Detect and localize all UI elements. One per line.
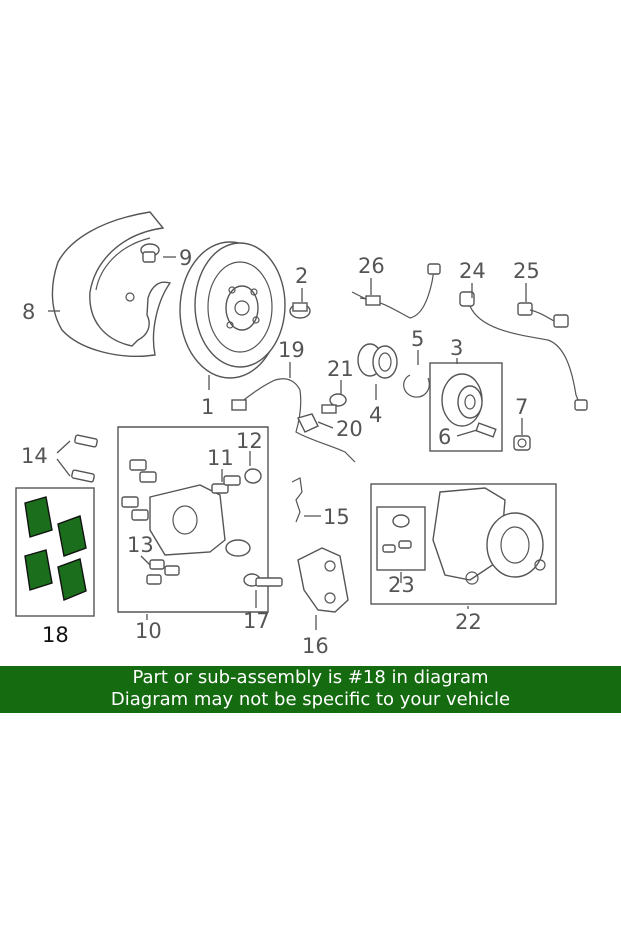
leader-lines xyxy=(48,256,527,630)
callout-3: 3 xyxy=(450,336,463,360)
actuator-seal-box xyxy=(376,506,426,571)
callout-10: 10 xyxy=(135,619,162,643)
callout-22: 22 xyxy=(455,610,482,634)
callout-8: 8 xyxy=(22,300,35,324)
callout-2: 2 xyxy=(295,264,308,288)
callout-5: 5 xyxy=(411,327,424,351)
callout-11: 11 xyxy=(207,446,234,470)
callout-19: 19 xyxy=(278,338,305,362)
callout-9: 9 xyxy=(179,246,192,270)
banner-line-1: Part or sub-assembly is #18 in diagram xyxy=(132,667,489,688)
part-guide-bolts-11 xyxy=(211,475,241,494)
part-bolt-21 xyxy=(321,393,347,414)
callout-7: 7 xyxy=(515,395,528,419)
part-bolt-17 xyxy=(243,573,283,587)
part-bushings-13 xyxy=(146,559,180,585)
callout-20: 20 xyxy=(336,417,363,441)
callouts: 8 9 1 2 19 26 24 25 21 4 5 3 6 7 20 14 1… xyxy=(21,246,540,658)
callout-13: 13 xyxy=(127,533,154,557)
callout-15: 15 xyxy=(323,505,350,529)
part-snap-ring xyxy=(403,374,430,398)
callout-12: 12 xyxy=(236,429,263,453)
callout-16: 16 xyxy=(302,634,329,658)
callout-6: 6 xyxy=(438,425,451,449)
part-sensor-harness-25 xyxy=(517,302,569,328)
part-wheel-stud xyxy=(475,422,497,438)
part-wheel-bearing xyxy=(357,343,398,379)
callout-26: 26 xyxy=(358,254,385,278)
callout-24: 24 xyxy=(459,259,486,283)
part-hub xyxy=(441,373,483,427)
part-brake-rotor xyxy=(179,241,286,379)
part-caliper-bracket xyxy=(297,547,349,613)
part-seal-kit xyxy=(382,514,412,553)
caliper-box xyxy=(117,426,269,613)
hub-box xyxy=(429,362,503,452)
part-caliper xyxy=(121,459,251,557)
part-clip-15 xyxy=(291,477,303,523)
part-sensor-harness-26 xyxy=(351,263,441,319)
info-banner: Part or sub-assembly is #18 in diagram D… xyxy=(0,666,621,713)
part-cap-12 xyxy=(244,468,262,484)
part-rotor-screw xyxy=(289,302,311,319)
part-axle-nut xyxy=(513,435,531,451)
callout-25: 25 xyxy=(513,259,540,283)
callout-14: 14 xyxy=(21,444,48,468)
part-actuator xyxy=(432,487,546,585)
part-guide-pins xyxy=(71,434,98,483)
part-harness-19 xyxy=(231,378,356,463)
callout-21: 21 xyxy=(327,357,354,381)
part-brake-pads xyxy=(24,496,87,601)
actuator-box xyxy=(370,483,557,605)
callout-4: 4 xyxy=(369,403,382,427)
part-sensor-harness-24 xyxy=(459,291,588,411)
callout-23: 23 xyxy=(388,573,415,597)
part-shield-bolt xyxy=(140,243,160,263)
brake-pad-box xyxy=(15,487,95,617)
callout-1: 1 xyxy=(201,395,214,419)
part-dust-shield xyxy=(51,211,172,357)
banner-line-2: Diagram may not be specific to your vehi… xyxy=(110,689,511,710)
part-bracket-20 xyxy=(296,413,319,433)
callout-18: 18 xyxy=(42,623,69,647)
callout-17: 17 xyxy=(243,609,270,633)
